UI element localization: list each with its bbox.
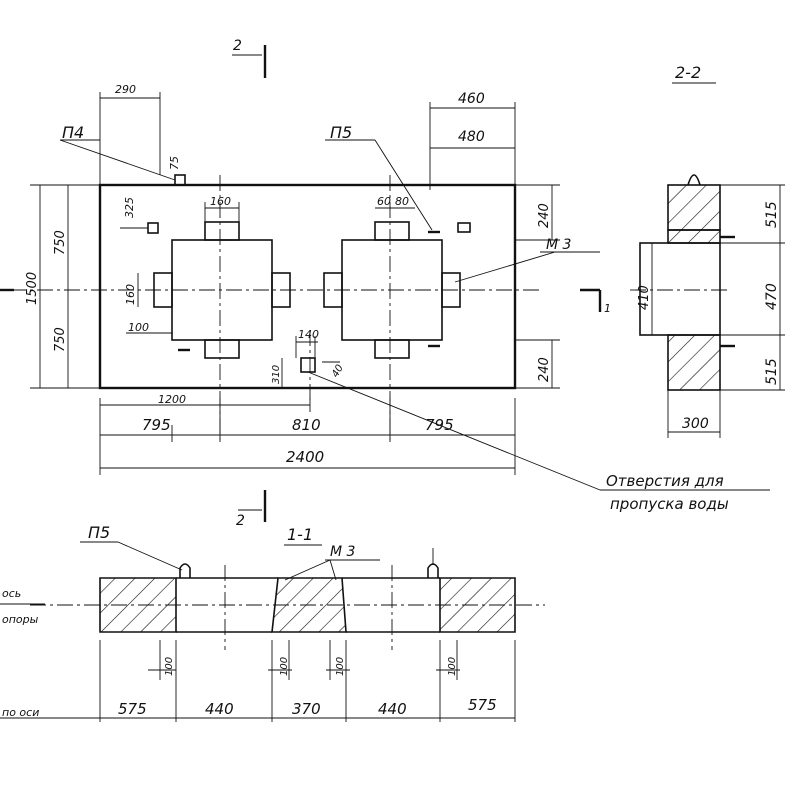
dim-515-top: 515 <box>764 201 780 228</box>
dim-100-b: 100 <box>279 657 290 676</box>
dim-480: 480 <box>458 129 485 145</box>
leader-drain <box>307 371 601 491</box>
dim-370: 370 <box>292 700 321 718</box>
dim-40: 40 <box>330 363 346 380</box>
leader-p5 <box>374 139 433 231</box>
dim-80: 80 <box>395 195 409 208</box>
section-2-2-top-ledge <box>667 229 721 244</box>
dim-1200: 1200 <box>158 393 186 406</box>
right-recess <box>323 221 461 359</box>
dim-100-a: 100 <box>164 657 175 676</box>
title-2-2: 2-2 <box>675 63 701 82</box>
p4-embed-part <box>147 222 159 234</box>
dim-60: 60 <box>377 195 391 208</box>
dim-810: 810 <box>292 416 321 434</box>
label-p5-bottom: П5 <box>88 523 110 542</box>
p4-lifting-loop <box>174 174 186 186</box>
dim-290: 290 <box>115 83 136 96</box>
leader-m3 <box>454 251 556 283</box>
loop-left <box>179 563 191 578</box>
dim-795-left: 795 <box>142 416 171 434</box>
drain-hole <box>300 357 316 373</box>
label-by-axis: по оси <box>2 706 39 719</box>
p5-embed-part <box>457 222 471 233</box>
label-p4: П4 <box>62 123 84 142</box>
left-recess <box>153 221 291 359</box>
cut-label-1: 1 <box>604 302 611 315</box>
label-m3-bottom: М 3 <box>330 544 355 560</box>
label-p5-top: П5 <box>330 123 352 142</box>
dim-440-right: 440 <box>378 700 407 718</box>
dim-460: 460 <box>458 91 485 107</box>
dim-100-c: 100 <box>335 657 346 676</box>
section-2-2-loop <box>687 174 701 186</box>
dim-100-d: 100 <box>447 657 458 676</box>
dim-140: 140 <box>298 328 319 341</box>
section-2-2-top-block <box>667 184 721 231</box>
dim-240-bottom: 240 <box>537 357 552 382</box>
leader-p4 <box>59 139 176 181</box>
dim-575-left: 575 <box>118 700 147 718</box>
label-axis-2: опоры <box>2 613 39 626</box>
dim-300: 300 <box>682 416 709 432</box>
section-2-2-bottom-block <box>667 334 721 391</box>
dim-440-left: 440 <box>205 700 234 718</box>
section-1-1: 1-1 М 3 П5 ось опоры <box>0 523 545 722</box>
leader-p5-bottom <box>117 541 183 571</box>
dim-310: 310 <box>271 365 282 384</box>
dim-325: 325 <box>123 197 136 218</box>
title-1-1: 1-1 <box>287 525 313 544</box>
dim-750-top: 750 <box>53 230 68 255</box>
dim-160-top: 160 <box>210 195 231 208</box>
dim-410: 410 <box>637 285 652 310</box>
dim-515-bottom: 515 <box>764 358 780 385</box>
note-line-1: Отверстия для <box>606 472 724 490</box>
dim-1500: 1500 <box>25 272 40 305</box>
label-m3-top: М 3 <box>546 237 571 253</box>
leader-m3-bottom-2 <box>329 559 337 581</box>
plan-view: 290 460 480 75 325 160 60 80 240 240 150… <box>0 38 770 529</box>
dim-575-right: 575 <box>468 696 497 714</box>
dim-240-top: 240 <box>537 203 552 228</box>
label-axis-1: ось <box>2 587 21 600</box>
slab-outline <box>98 183 517 390</box>
loop-right <box>427 563 439 578</box>
dim-470: 470 <box>764 283 780 310</box>
dim-100: 100 <box>128 321 149 334</box>
leader-m3-bottom-1 <box>284 559 331 581</box>
dim-2400: 2400 <box>286 448 324 466</box>
cut-label-2-bottom: 2 <box>236 513 245 529</box>
note-line-2: пропуска воды <box>610 495 729 513</box>
dim-750-bottom: 750 <box>53 327 68 352</box>
section-2-2: 2-2 515 470 515 410 300 <box>630 63 785 438</box>
cut-label-2-top: 2 <box>233 38 242 54</box>
dim-75: 75 <box>168 156 181 170</box>
dim-160-left: 160 <box>124 284 137 305</box>
